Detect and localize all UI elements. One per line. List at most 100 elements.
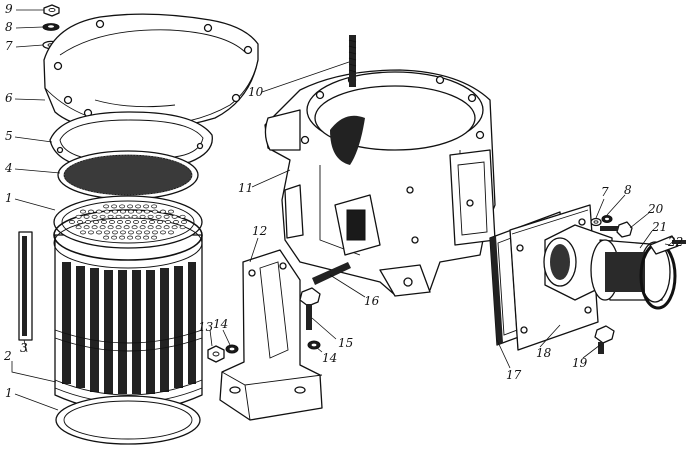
perforation-hole bbox=[160, 230, 166, 235]
perforation-hole bbox=[127, 235, 134, 240]
perforation-hole bbox=[125, 220, 131, 224]
perforation-hole bbox=[107, 214, 114, 219]
perforation-hole bbox=[112, 209, 118, 214]
perforation-hole bbox=[69, 220, 75, 224]
perforation-hole bbox=[120, 230, 126, 235]
perforation-hole bbox=[152, 209, 158, 214]
stud-10 bbox=[348, 35, 357, 87]
perforation-hole bbox=[99, 225, 106, 230]
perforation-hole bbox=[151, 235, 158, 240]
perforation-hole bbox=[149, 220, 155, 224]
rod-3 bbox=[18, 231, 33, 341]
perforation-hole bbox=[127, 204, 134, 209]
perforation-hole bbox=[139, 214, 146, 219]
perforation-hole bbox=[93, 220, 99, 224]
perforation-hole bbox=[168, 209, 174, 214]
callout-14-left: 14 bbox=[213, 317, 229, 331]
perforation-hole bbox=[163, 225, 170, 230]
perforation-hole bbox=[152, 230, 158, 235]
perforation-hole bbox=[80, 230, 86, 235]
perforation-hole bbox=[155, 225, 162, 230]
perforation-hole bbox=[103, 235, 110, 240]
perforation-hole bbox=[99, 214, 106, 219]
callout-16: 16 bbox=[364, 294, 380, 308]
callout-10: 10 bbox=[248, 85, 264, 99]
perforation-hole bbox=[171, 214, 178, 219]
perforation-hole bbox=[147, 225, 154, 230]
bolt-20 bbox=[600, 221, 633, 238]
mesh-screen-4 bbox=[57, 150, 199, 200]
perforation-hole bbox=[155, 214, 162, 219]
perforation-hole bbox=[163, 214, 170, 219]
callout-14-right: 14 bbox=[322, 351, 338, 365]
perforation-hole bbox=[128, 230, 134, 235]
perforation-hole bbox=[179, 214, 186, 219]
perforation-hole bbox=[120, 209, 126, 214]
callout-8-right: 8 bbox=[624, 183, 632, 197]
perforation-hole bbox=[88, 209, 94, 214]
perforation-hole bbox=[143, 235, 150, 240]
perforation-hole bbox=[173, 220, 179, 224]
perforation-hole bbox=[133, 220, 139, 224]
bolt-19 bbox=[594, 325, 615, 354]
washer-8-left bbox=[42, 23, 60, 31]
callout-21: 21 bbox=[652, 220, 668, 234]
perforation-hole bbox=[107, 225, 114, 230]
callout-2: 2 bbox=[4, 349, 12, 363]
perforation-hole bbox=[151, 204, 158, 209]
perforation-hole bbox=[147, 214, 154, 219]
filter-assembly bbox=[18, 4, 259, 445]
bracket-12 bbox=[219, 249, 323, 421]
perforation-hole bbox=[139, 225, 146, 230]
callout-11: 11 bbox=[238, 181, 254, 195]
bolt-15 bbox=[299, 287, 321, 330]
perforation-hole bbox=[85, 220, 91, 224]
perforation-hole bbox=[109, 220, 115, 224]
perforation-hole bbox=[115, 214, 122, 219]
perforation-hole bbox=[101, 220, 107, 224]
callout-7-left: 7 bbox=[5, 39, 13, 53]
perforation-hole bbox=[112, 230, 118, 235]
perforation-hole bbox=[83, 214, 90, 219]
callout-9: 9 bbox=[5, 2, 13, 16]
perforation-hole bbox=[75, 214, 82, 219]
perforation-hole bbox=[131, 225, 138, 230]
perforation-hole bbox=[131, 214, 138, 219]
callout-4: 4 bbox=[5, 161, 13, 175]
perforation-hole bbox=[135, 204, 142, 209]
nut-13 bbox=[207, 345, 225, 363]
perforation-hole bbox=[119, 204, 126, 209]
perforation-hole bbox=[123, 225, 130, 230]
perforation-hole bbox=[171, 225, 178, 230]
callout-19: 19 bbox=[572, 356, 588, 370]
perforation-hole bbox=[77, 220, 83, 224]
callout-1-bottom: 1 bbox=[5, 386, 13, 400]
perforation-hole bbox=[168, 230, 174, 235]
perforation-hole bbox=[104, 209, 110, 214]
perforation-hole bbox=[123, 214, 130, 219]
clamp-22 bbox=[639, 235, 686, 310]
washer-8-right bbox=[601, 215, 613, 223]
perforation-hole bbox=[119, 235, 126, 240]
perforation-hole bbox=[144, 209, 150, 214]
perforation-hole bbox=[103, 204, 110, 209]
callout-20: 20 bbox=[648, 202, 664, 216]
perforation-hole bbox=[117, 220, 123, 224]
perforation-hole bbox=[157, 220, 163, 224]
perforation-holes bbox=[69, 204, 187, 240]
callout-1-top: 1 bbox=[5, 191, 13, 205]
perforation-hole bbox=[181, 220, 187, 224]
perforation-hole bbox=[111, 204, 118, 209]
perforation-hole bbox=[136, 209, 142, 214]
callout-5: 5 bbox=[5, 129, 13, 143]
perforation-hole bbox=[115, 225, 122, 230]
stud-16 bbox=[312, 262, 351, 285]
housing-11 bbox=[264, 69, 496, 297]
perforation-hole bbox=[80, 209, 86, 214]
callout-3: 3 bbox=[20, 341, 28, 355]
perforation-hole bbox=[179, 225, 186, 230]
perforation-hole bbox=[128, 209, 134, 214]
washer-7-right bbox=[590, 217, 602, 227]
